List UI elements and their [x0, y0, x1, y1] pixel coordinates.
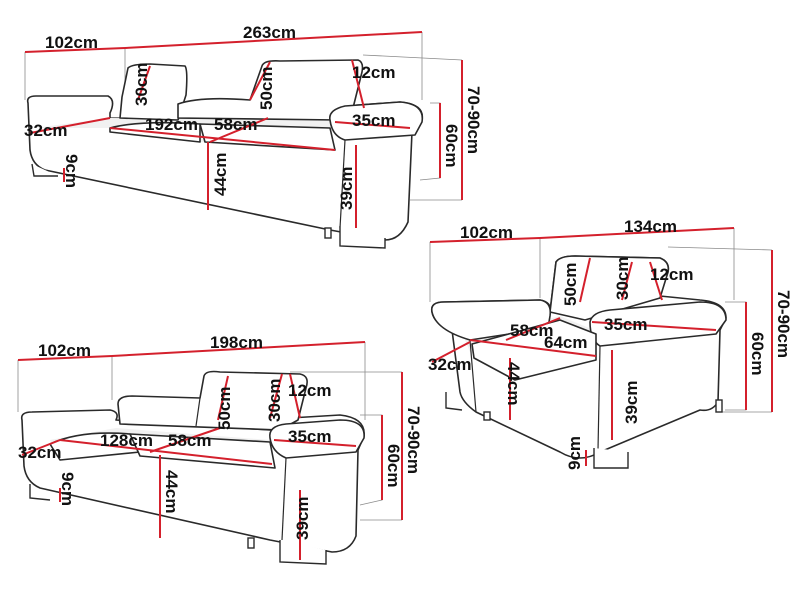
sofa2-arm-right	[269, 419, 365, 459]
sofa3-dim-total-width	[124, 31, 423, 49]
sofa3-dim-back	[249, 61, 271, 101]
sofa2-label-height-range: 70-90cm	[404, 406, 423, 474]
sofa2-dim-back	[217, 375, 229, 421]
sofa2-label-seat-width: 128cm	[100, 431, 153, 450]
armchair-label-base-height: 39cm	[622, 381, 641, 424]
sofa3-label-leg-height: 9cm	[62, 154, 81, 188]
sofa2-dim-arm-width	[273, 439, 357, 447]
sofa2-label-headrest-depth: 12cm	[288, 381, 331, 400]
sofa2-back-seam	[195, 397, 201, 427]
sofa3-dim-arm-width	[334, 121, 411, 129]
armchair-label-seat-height: 44cm	[504, 362, 523, 405]
armchair-leg-front	[593, 448, 629, 469]
sofa2-dim-seat-width	[59, 439, 273, 465]
sofa2-label-arm-thickness: 32cm	[18, 443, 61, 462]
sofa3-dim-headrest-depth	[351, 59, 365, 109]
sofa3-label-back-height: 50cm	[257, 67, 276, 110]
sofa3-label-base-height: 39cm	[337, 167, 356, 210]
armchair-guide-arm	[725, 301, 747, 411]
sofa2-leg-right	[279, 540, 327, 565]
armchair-label-back-height: 50cm	[561, 263, 580, 306]
armchair-dim-arm-thickness	[431, 341, 471, 363]
armchair-dim-headrest	[621, 261, 633, 301]
sofa2-label-seat-depth: 58cm	[168, 431, 211, 450]
armchair-leg-left	[445, 392, 463, 411]
sofa2-dim-seat-depth	[149, 427, 221, 453]
sofa2-label-headrest-height: 30cm	[265, 379, 284, 422]
armchair-label-height-range: 70-90cm	[774, 290, 793, 358]
sofa-3-seater: 102cm 263cm 30cm 50cm 12cm 70-90cm 192cm…	[24, 23, 483, 249]
armchair-dim-back	[579, 257, 591, 303]
sofa3-label-seat-height: 44cm	[211, 153, 230, 196]
sofa3-label-seat-depth: 58cm	[214, 115, 257, 134]
armchair-dim-total-width	[539, 227, 735, 239]
sofa3-arm-right	[328, 101, 424, 141]
sofa2-dim-headrest	[269, 373, 283, 419]
armchair: 102cm 134cm 50cm 30cm 12cm 70-90cm 58cm …	[428, 217, 793, 470]
sofa2-dim-headrest-depth	[289, 373, 301, 419]
sofa3-leg-left	[31, 163, 58, 177]
sofa2-label-arm-depth: 102cm	[38, 341, 91, 360]
armchair-label-arm-height: 60cm	[748, 332, 767, 375]
sofa3-dim-arm-depth	[24, 47, 126, 53]
armchair-leg-mid	[483, 411, 491, 421]
sofa2-dim-arm-depth	[17, 355, 113, 361]
sofa2-label-arm-height: 60cm	[384, 444, 403, 487]
armchair-seat-cushion	[471, 319, 597, 381]
sofa3-label-headrest-depth: 12cm	[352, 63, 395, 82]
sofa3-label-arm-height: 60cm	[442, 124, 461, 167]
armchair-arm-seam	[597, 345, 601, 451]
sofa3-label-height-range: 70-90cm	[464, 86, 483, 154]
armchair-label-seat-depth: 58cm	[510, 321, 553, 340]
sofa2-label-total-width: 198cm	[210, 333, 263, 352]
armchair-label-headrest-depth: 12cm	[650, 265, 693, 284]
sofa2-label-leg-height: 9cm	[58, 472, 77, 506]
armchair-back	[549, 255, 670, 321]
sofa2-label-seat-height: 44cm	[162, 470, 181, 513]
armchair-label-seat-width: 64cm	[544, 333, 587, 352]
armchair-dim-seat-width	[469, 339, 597, 357]
sofa3-guide-arm	[419, 102, 441, 181]
sofa3-label-arm-depth: 102cm	[45, 33, 98, 52]
sofa3-label-total-width: 263cm	[243, 23, 296, 42]
sofa2-back	[117, 370, 308, 431]
sofa3-leg-mid	[324, 227, 332, 239]
sofa-2-seater: 102cm 198cm 50cm 30cm 12cm 70-90cm 128cm…	[17, 333, 423, 565]
armchair-dim-headrest-depth	[649, 261, 663, 301]
sofa2-dim-total-width	[111, 341, 366, 357]
sofa3-back-right	[177, 59, 364, 121]
sofa2-leg-mid	[247, 537, 255, 549]
sofa3-back-left	[119, 63, 188, 121]
armchair-guide-top	[667, 246, 773, 251]
sofa3-label-arm-thickness: 32cm	[24, 121, 67, 140]
sofa2-arm-seam	[281, 457, 287, 541]
sofa2-leg-left	[29, 484, 51, 501]
armchair-label-leg-height: 9cm	[565, 436, 584, 470]
armchair-dim-arm-depth	[429, 237, 541, 243]
armchair-dim-seat-depth	[505, 317, 561, 341]
sofa3-arm-seam	[339, 139, 346, 229]
armchair-label-headrest-height: 30cm	[613, 257, 632, 300]
sofa2-dim-arm-thickness	[21, 439, 61, 456]
armchair-leg-back	[715, 399, 723, 413]
armchair-dim-arm-width	[591, 321, 717, 331]
sofa3-label-arm-width: 35cm	[352, 111, 395, 130]
sofa3-leg-right	[339, 226, 386, 249]
sofa3-dim-arm-thickness	[29, 117, 111, 134]
armchair-label-arm-thickness: 32cm	[428, 355, 471, 374]
sofa3-dim-seat-width	[109, 127, 336, 151]
sofa3-dim-headrest	[137, 65, 151, 101]
sofa3-label-seat-width: 192cm	[145, 115, 198, 134]
sofa3-dim-seat-depth	[209, 117, 269, 143]
sofa2-label-arm-width: 35cm	[288, 427, 331, 446]
armchair-arm-left-seam	[469, 339, 477, 413]
armchair-label-arm-depth: 102cm	[460, 223, 513, 242]
sofa3-guide-top	[362, 54, 463, 61]
armchair-label-total-width: 134cm	[624, 217, 677, 236]
sofa2-label-base-height: 39cm	[293, 497, 312, 540]
sofa3-label-headrest-height: 30cm	[132, 63, 151, 106]
armchair-label-arm-width: 35cm	[604, 315, 647, 334]
sofa2-label-back-height: 50cm	[215, 387, 234, 430]
